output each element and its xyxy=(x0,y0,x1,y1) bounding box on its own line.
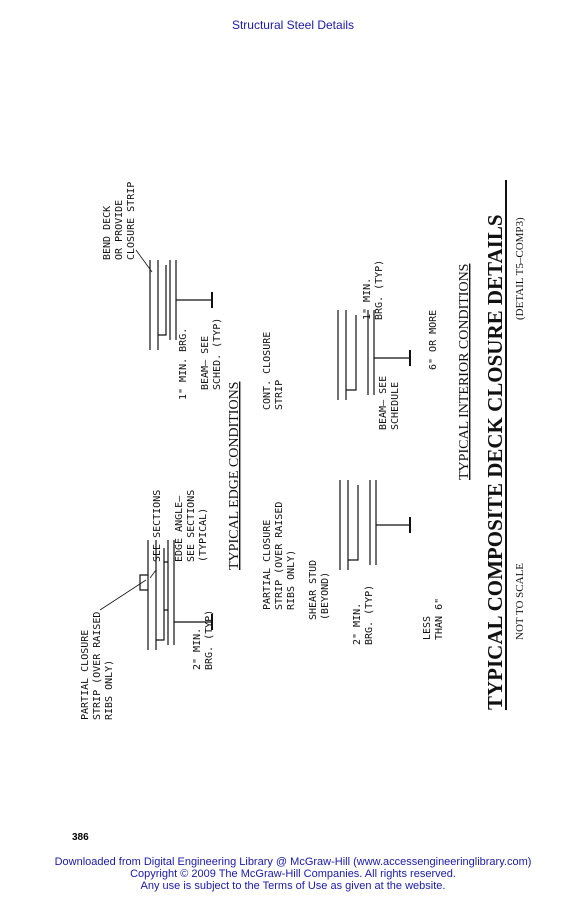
interior-detail-right xyxy=(337,310,411,400)
footer-terms-line: Any use is subject to the Terms of Use a… xyxy=(140,880,446,892)
interior-conditions-heading: TYPICAL INTERIOR CONDITIONS xyxy=(457,264,472,480)
footer-download-line: Downloaded from Digital Engineering Libr… xyxy=(54,856,532,868)
six-or-more-label: 6" OR MORE xyxy=(428,310,439,370)
edge-detail-left xyxy=(139,540,213,650)
interior-min-brg-1-label: 1" MIN.BRG. (TYP) xyxy=(362,260,385,320)
interior-detail-left xyxy=(339,480,411,570)
edge-min-brg-1-label: 1" MIN. BRG. xyxy=(178,328,189,400)
running-header: Structural Steel Details xyxy=(231,18,355,32)
detail-reference: (DETAIL T5–COMP3) xyxy=(514,217,526,320)
edge-detail-right xyxy=(149,260,213,350)
edge-partial-closure-label: PARTIAL CLOSURESTRIP (OVER RAISEDRIBS ON… xyxy=(80,612,115,720)
edge-beam-sched-label: BEAM– SEESCHED. (TYP) xyxy=(200,318,223,390)
bend-deck-label: BEND DECKOR PROVIDECLOSURE STRIP xyxy=(102,182,137,260)
not-to-scale-note: NOT TO SCALE xyxy=(514,563,526,640)
edge-angle-label: EDGE ANGLE–SEE SECTIONS(TYPICAL) xyxy=(174,490,209,562)
see-sections-leader xyxy=(149,569,157,579)
page-footer: Downloaded from Digital Engineering Libr… xyxy=(0,856,586,892)
edge-partial-closure-leader xyxy=(99,579,147,611)
interior-partial-closure-label: PARTIAL CLOSURESTRIP (OVER RAISEDRIBS ON… xyxy=(262,502,297,610)
page-number: 386 xyxy=(72,832,89,843)
less-than-label: LESSTHAN 6" xyxy=(422,598,445,640)
edge-min-brg-2-label: 2" MIN.BRG. (TYP) xyxy=(192,610,215,670)
interior-min-brg-2-label: 2" MIN.BRG. (TYP) xyxy=(352,585,375,645)
footer-copyright-line: Copyright © 2009 The McGraw-Hill Compani… xyxy=(130,868,456,880)
interior-beam-schedule-label: BEAM– SEESCHEDULE xyxy=(378,376,401,430)
shear-stud-label: SHEAR STUD(BEYOND) xyxy=(308,560,331,620)
edge-conditions-heading: TYPICAL EDGE CONDITIONS xyxy=(227,382,242,570)
see-sections-label: SEE SECTIONS xyxy=(152,490,163,562)
cont-closure-label: CONT. CLOSURESTRIP xyxy=(262,332,285,410)
drawing-title: TYPICAL COMPOSITE DECK CLOSURE DETAILS xyxy=(483,214,507,710)
bend-deck-leader xyxy=(135,249,153,273)
